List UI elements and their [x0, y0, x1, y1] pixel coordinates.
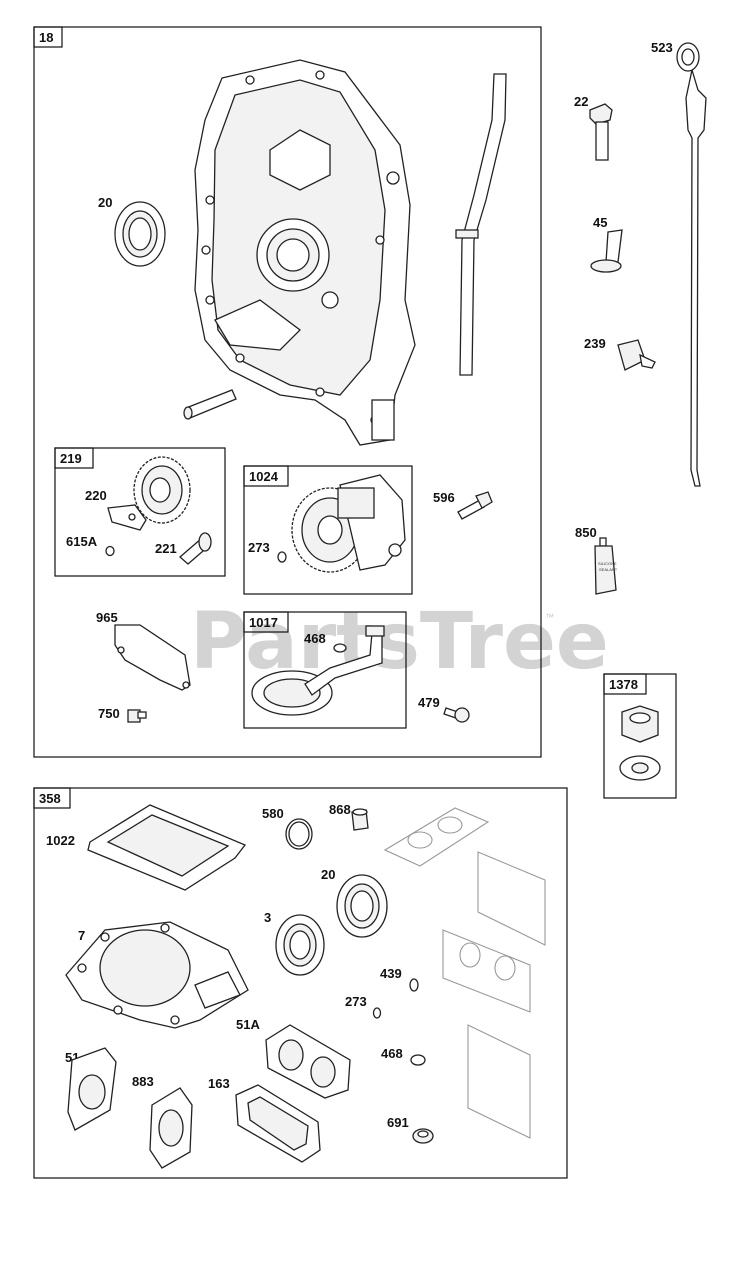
oil-pump-part[interactable] — [291, 474, 406, 573]
valve-seal-868-part[interactable] — [351, 808, 369, 831]
group-1024-tag[interactable] — [243, 465, 289, 487]
oil-seal-20-part[interactable] — [114, 201, 166, 267]
part-850-label: 850 — [575, 525, 597, 540]
part-523-label: 523 — [651, 40, 673, 55]
oil-seal-3-part[interactable] — [275, 914, 325, 976]
watermark-trademark: ™ — [545, 612, 554, 622]
gasket-51-part[interactable] — [67, 1047, 117, 1131]
retainer-ring-615a-part[interactable] — [105, 545, 115, 557]
part-20b-label: 20 — [321, 867, 335, 882]
bolt-22-part[interactable] — [589, 103, 613, 161]
governor-shaft-part[interactable] — [179, 532, 212, 565]
group-358-label: 358 — [39, 791, 61, 806]
crankcase-cover-part[interactable] — [194, 59, 416, 446]
sealant-tube-text-2: SEALANT — [599, 567, 618, 572]
part-965-label: 965 — [96, 610, 118, 625]
dipstick-523-part[interactable] — [676, 42, 707, 487]
part-45-label: 45 — [593, 215, 607, 230]
gasket-1022-part[interactable] — [87, 804, 247, 891]
part-3-label: 3 — [264, 910, 271, 925]
o-ring-580-part[interactable] — [285, 818, 313, 850]
head-gasket-7-part[interactable] — [65, 921, 249, 1029]
bolt-596-part[interactable] — [457, 491, 493, 520]
group-18-tag[interactable] — [33, 26, 63, 48]
group-1378-tag[interactable] — [603, 673, 647, 695]
breather-tube-45-part[interactable] — [590, 229, 623, 273]
valve-seal-691-part[interactable] — [412, 1128, 434, 1144]
gasket-883-part[interactable] — [149, 1087, 193, 1169]
group-1017-label: 1017 — [249, 615, 278, 630]
governor-washer-part[interactable] — [107, 504, 147, 531]
part-239-label: 239 — [584, 336, 606, 351]
part-220-label: 220 — [85, 488, 107, 503]
o-ring-439-part[interactable] — [409, 978, 419, 992]
bolt-479-part[interactable] — [443, 707, 470, 723]
group-358-tag[interactable] — [33, 787, 71, 809]
o-ring-273b-part[interactable] — [372, 1007, 382, 1019]
part-750-label: 750 — [98, 706, 120, 721]
ghost-gasket-mid-part — [477, 851, 546, 946]
part-273-label: 273 — [248, 540, 270, 555]
part-20-label: 20 — [98, 195, 112, 210]
part-580-label: 580 — [262, 806, 284, 821]
governor-gear-part[interactable] — [133, 456, 191, 524]
part-273b-label: 273 — [345, 994, 367, 1009]
gasket-51a-part[interactable] — [265, 1024, 351, 1099]
part-1022-label: 1022 — [46, 833, 75, 848]
oil-pressure-switch-239-part[interactable] — [617, 339, 656, 371]
part-163-label: 163 — [208, 1076, 230, 1091]
nut-1378-part[interactable] — [621, 705, 659, 743]
oil-seal-20b-part[interactable] — [336, 874, 388, 938]
sealant-tube-850-part[interactable]: SILICONE SEALANT — [594, 537, 618, 595]
part-7-label: 7 — [78, 928, 85, 943]
group-1024-label: 1024 — [249, 469, 279, 484]
part-51a-label: 51A — [236, 1017, 260, 1032]
group-1378-label: 1378 — [609, 677, 638, 692]
group-1017-tag[interactable] — [243, 611, 289, 633]
part-479-label: 479 — [418, 695, 440, 710]
watermark-text: PartsTree — [190, 597, 609, 687]
group-18-frame — [33, 26, 542, 758]
part-221-label: 221 — [155, 541, 177, 556]
dowel-pin-part[interactable] — [183, 389, 237, 420]
ghost-gasket-bottom-part — [467, 1024, 531, 1139]
gasket-965-part[interactable] — [114, 624, 191, 691]
part-468b-label: 468 — [381, 1046, 403, 1061]
oil-pickup-part[interactable] — [251, 625, 385, 716]
dipstick-tube-part[interactable] — [455, 73, 507, 376]
part-22-label: 22 — [574, 94, 588, 109]
group-219-tag[interactable] — [54, 447, 94, 469]
part-868-label: 868 — [329, 802, 351, 817]
group-358-frame — [33, 787, 568, 1179]
group-219-label: 219 — [60, 451, 82, 466]
group-18-label: 18 — [39, 30, 53, 45]
o-ring-273-part[interactable] — [277, 551, 287, 563]
part-468-label: 468 — [304, 631, 326, 646]
part-439-label: 439 — [380, 966, 402, 981]
ghost-gasket-exhaust-part — [442, 929, 531, 1013]
part-883-label: 883 — [132, 1074, 154, 1089]
part-615a-label: 615A — [66, 534, 98, 549]
part-691-label: 691 — [387, 1115, 409, 1130]
group-219-frame — [54, 447, 226, 577]
ghost-gasket-top-part — [383, 807, 490, 867]
washer-1378-part[interactable] — [619, 755, 661, 781]
group-1017-frame — [243, 611, 407, 729]
bolt-750-part[interactable] — [127, 709, 147, 723]
sealant-tube-text-1: SILICONE — [598, 561, 617, 566]
o-ring-468b-part[interactable] — [410, 1054, 426, 1066]
group-1024-frame — [243, 465, 413, 595]
o-ring-468-part[interactable] — [333, 643, 347, 653]
part-596-label: 596 — [433, 490, 455, 505]
gasket-163-part[interactable] — [235, 1084, 321, 1163]
